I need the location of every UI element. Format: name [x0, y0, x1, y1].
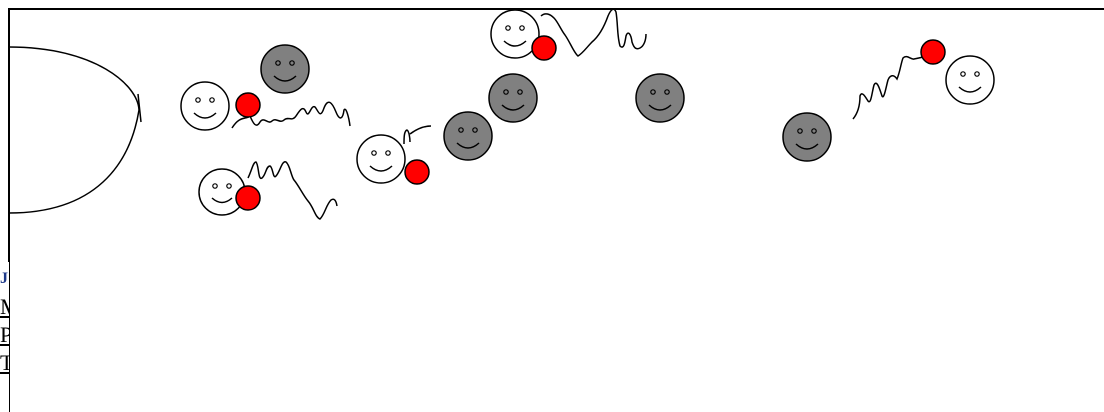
ball — [532, 36, 556, 60]
defense-player — [636, 74, 684, 122]
defense-player — [261, 45, 309, 93]
ball — [921, 40, 945, 64]
clipped-link[interactable]: T — [0, 352, 9, 374]
ball — [236, 186, 260, 210]
offense-player — [181, 82, 229, 130]
defense-player — [444, 112, 492, 160]
court-key-arc — [9, 47, 139, 213]
movement-path — [853, 55, 930, 119]
clipped-link[interactable]: M — [0, 296, 9, 318]
movement-path — [248, 162, 337, 219]
offense-player — [357, 135, 405, 183]
clipped-text-strip: J M P T — [0, 262, 9, 412]
movement-path — [404, 126, 431, 144]
defense-player — [489, 74, 537, 122]
defense-player — [783, 113, 831, 161]
clipped-link[interactable]: P — [0, 324, 9, 346]
movement-path — [541, 9, 646, 56]
clipped-text-j: J — [0, 268, 9, 290]
ball — [405, 160, 429, 184]
offense-player — [946, 56, 994, 104]
ball — [236, 93, 260, 117]
